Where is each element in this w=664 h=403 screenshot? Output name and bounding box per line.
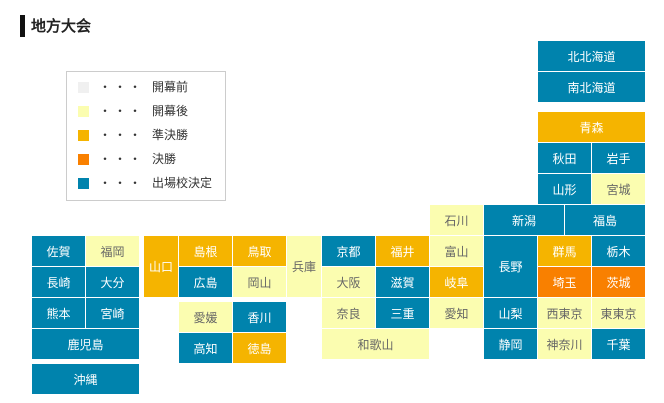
prefecture-cell[interactable]: 新潟	[484, 205, 564, 235]
prefecture-cell[interactable]: 北北海道	[538, 41, 645, 71]
prefecture-cell[interactable]: 東東京	[592, 298, 645, 328]
legend-label: 開幕前	[152, 80, 189, 94]
legend-swatch	[78, 81, 89, 93]
page-title: 地方大会	[20, 15, 91, 37]
prefecture-cell[interactable]: 福島	[565, 205, 645, 235]
prefecture-cell[interactable]: 奈良	[322, 298, 375, 328]
prefecture-cell[interactable]: 沖縄	[32, 364, 139, 394]
prefecture-cell[interactable]: 滋賀	[376, 267, 429, 297]
prefecture-cell[interactable]: 西東京	[538, 298, 591, 328]
prefecture-cell[interactable]: 鹿児島	[32, 329, 139, 359]
prefecture-cell[interactable]: 福岡	[86, 236, 139, 266]
prefecture-cell[interactable]: 岩手	[592, 143, 645, 173]
prefecture-cell[interactable]: 岡山	[233, 267, 286, 297]
prefecture-cell[interactable]: 佐賀	[32, 236, 85, 266]
prefecture-cell[interactable]: 福井	[376, 236, 429, 266]
legend-item: ・・・決勝	[78, 152, 176, 166]
legend-label: 開幕後	[152, 104, 189, 118]
legend-swatch	[78, 177, 89, 189]
prefecture-cell[interactable]: 香川	[233, 302, 286, 332]
legend-item: ・・・出場校決定	[78, 176, 212, 190]
legend-label: 決勝	[152, 152, 177, 166]
prefecture-cell[interactable]: 徳島	[233, 333, 286, 363]
legend-item: ・・・開幕前	[78, 80, 188, 94]
prefecture-cell[interactable]: 三重	[376, 298, 429, 328]
prefecture-cell[interactable]: 青森	[538, 112, 645, 142]
prefecture-cell[interactable]: 大阪	[322, 267, 375, 297]
prefecture-cell[interactable]: 大分	[86, 267, 139, 297]
prefecture-cell[interactable]: 神奈川	[538, 329, 591, 359]
legend-label: 出場校決定	[152, 176, 213, 190]
prefecture-cell[interactable]: 富山	[430, 236, 483, 266]
prefecture-cell[interactable]: 長野	[484, 236, 537, 297]
prefecture-cell[interactable]: 熊本	[32, 298, 85, 328]
legend-item: ・・・開幕後	[78, 104, 188, 118]
legend-dots: ・・・	[99, 104, 145, 118]
prefecture-cell[interactable]: 宮城	[592, 174, 645, 204]
prefecture-cell[interactable]: 栃木	[592, 236, 645, 266]
prefecture-cell[interactable]: 石川	[430, 205, 483, 235]
prefecture-cell[interactable]: 岐阜	[430, 267, 483, 297]
prefecture-cell[interactable]: 茨城	[592, 267, 645, 297]
prefecture-cell[interactable]: 山形	[538, 174, 591, 204]
legend-dots: ・・・	[99, 128, 145, 142]
legend-swatch	[78, 153, 89, 165]
prefecture-cell[interactable]: 群馬	[538, 236, 591, 266]
legend-dots: ・・・	[99, 176, 145, 190]
legend-swatch	[78, 129, 89, 141]
legend-item: ・・・準決勝	[78, 128, 188, 142]
legend-swatch	[78, 105, 89, 117]
prefecture-cell[interactable]: 長崎	[32, 267, 85, 297]
prefecture-cell[interactable]: 秋田	[538, 143, 591, 173]
prefecture-cell[interactable]: 和歌山	[322, 329, 429, 359]
prefecture-cell[interactable]: 南北海道	[538, 72, 645, 102]
prefecture-cell[interactable]: 兵庫	[287, 236, 321, 297]
prefecture-cell[interactable]: 鳥取	[233, 236, 286, 266]
prefecture-cell[interactable]: 宮崎	[86, 298, 139, 328]
prefecture-cell[interactable]: 愛媛	[179, 302, 232, 332]
legend-dots: ・・・	[99, 152, 145, 166]
prefecture-cell[interactable]: 広島	[179, 267, 232, 297]
prefecture-cell[interactable]: 京都	[322, 236, 375, 266]
prefecture-cell[interactable]: 埼玉	[538, 267, 591, 297]
legend: ・・・開幕前・・・開幕後・・・準決勝・・・決勝・・・出場校決定	[66, 71, 226, 201]
legend-label: 準決勝	[152, 128, 189, 142]
legend-dots: ・・・	[99, 80, 145, 94]
prefecture-cell[interactable]: 千葉	[592, 329, 645, 359]
prefecture-cell[interactable]: 山梨	[484, 298, 537, 328]
prefecture-cell[interactable]: 島根	[179, 236, 232, 266]
prefecture-cell[interactable]: 静岡	[484, 329, 537, 359]
prefecture-cell[interactable]: 高知	[179, 333, 232, 363]
prefecture-cell[interactable]: 愛知	[430, 298, 483, 328]
prefecture-cell[interactable]: 山口	[144, 236, 178, 297]
